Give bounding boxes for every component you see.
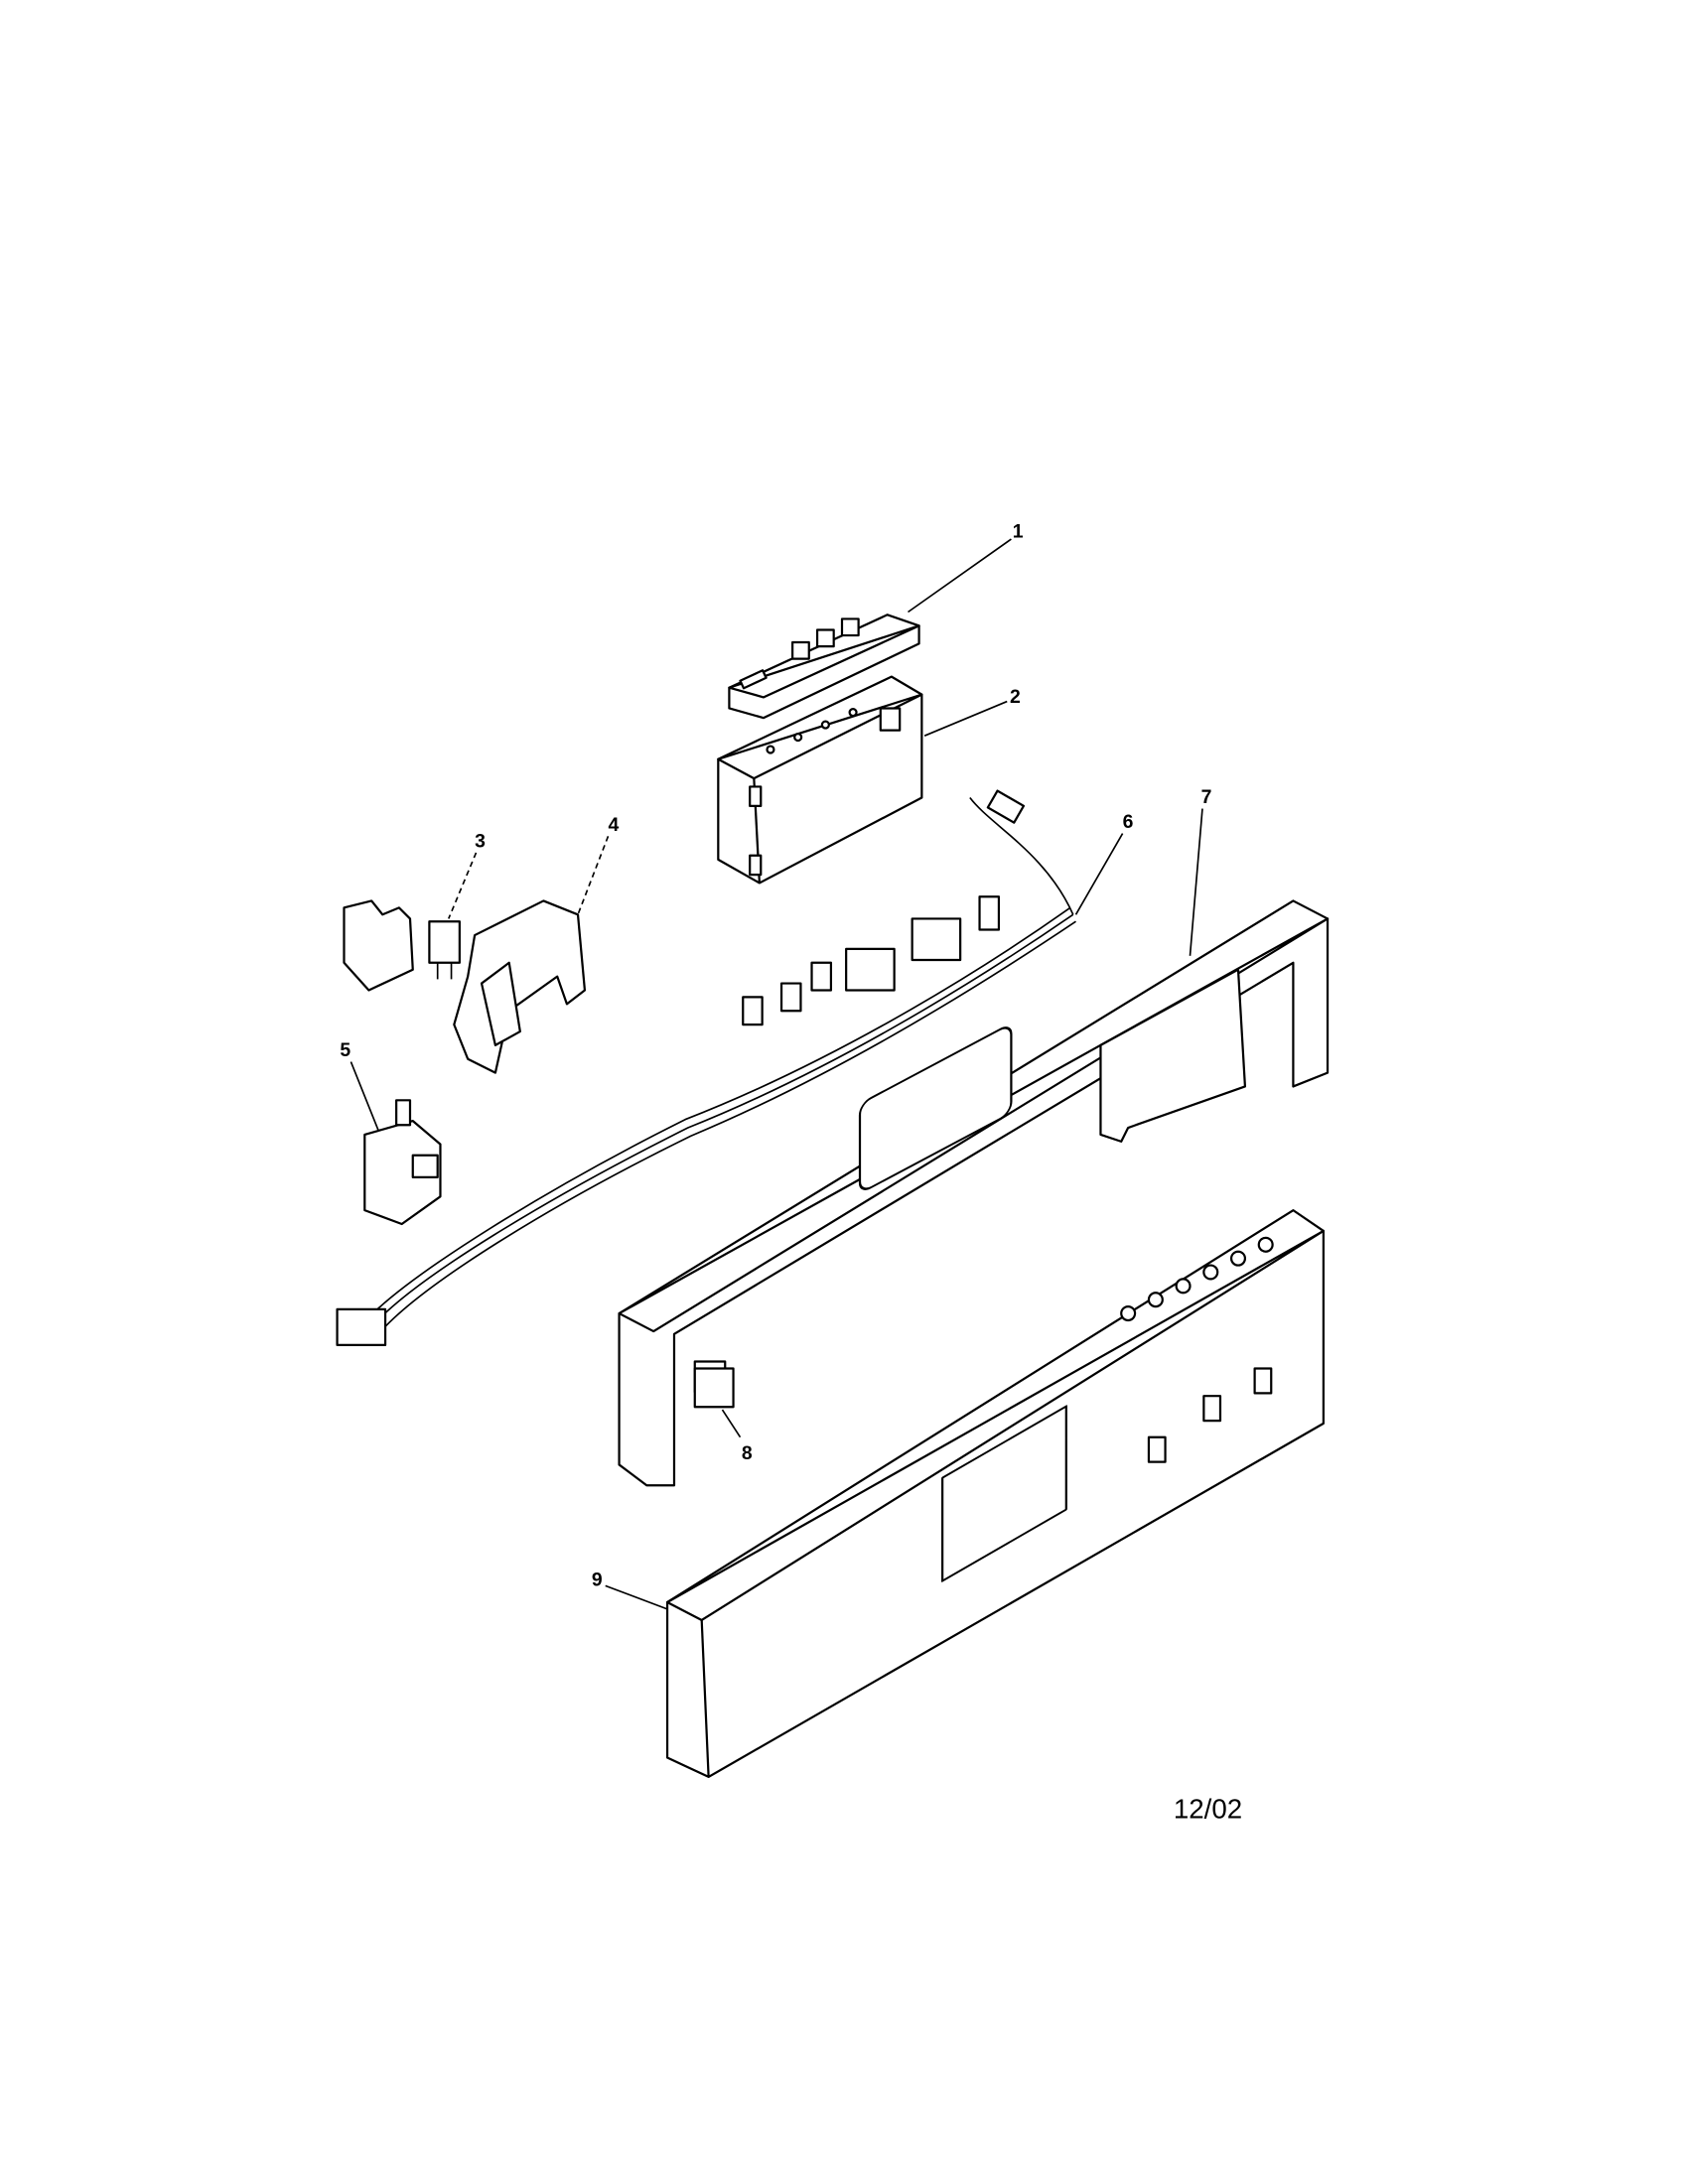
callout-7: 7: [1201, 786, 1212, 808]
callout-5: 5: [340, 1039, 351, 1061]
date-code: 12/02: [1174, 1793, 1242, 1824]
part-9-rear-panel: [665, 1209, 1325, 1779]
callout-4: 4: [608, 814, 619, 836]
leader-lines: [350, 538, 1203, 1610]
callout-9: 9: [592, 1569, 603, 1590]
callout-3: 3: [475, 830, 486, 852]
part-3-relay: [343, 899, 461, 992]
part-6-wire-harness: [336, 789, 1076, 1347]
part-4-switch-bracket: [453, 899, 587, 1074]
part-5-switch: [363, 1099, 442, 1226]
part-7-control-panel-frame: [618, 899, 1330, 1487]
part-8-block: [693, 1367, 735, 1409]
callout-2: 2: [1010, 686, 1021, 708]
callout-1: 1: [1013, 521, 1024, 543]
part-2-control-board: [717, 675, 923, 885]
panel-holes: [1120, 1236, 1274, 1322]
part-1-button-module: [728, 614, 920, 720]
callout-8: 8: [742, 1442, 753, 1464]
callout-6: 6: [1123, 811, 1134, 833]
